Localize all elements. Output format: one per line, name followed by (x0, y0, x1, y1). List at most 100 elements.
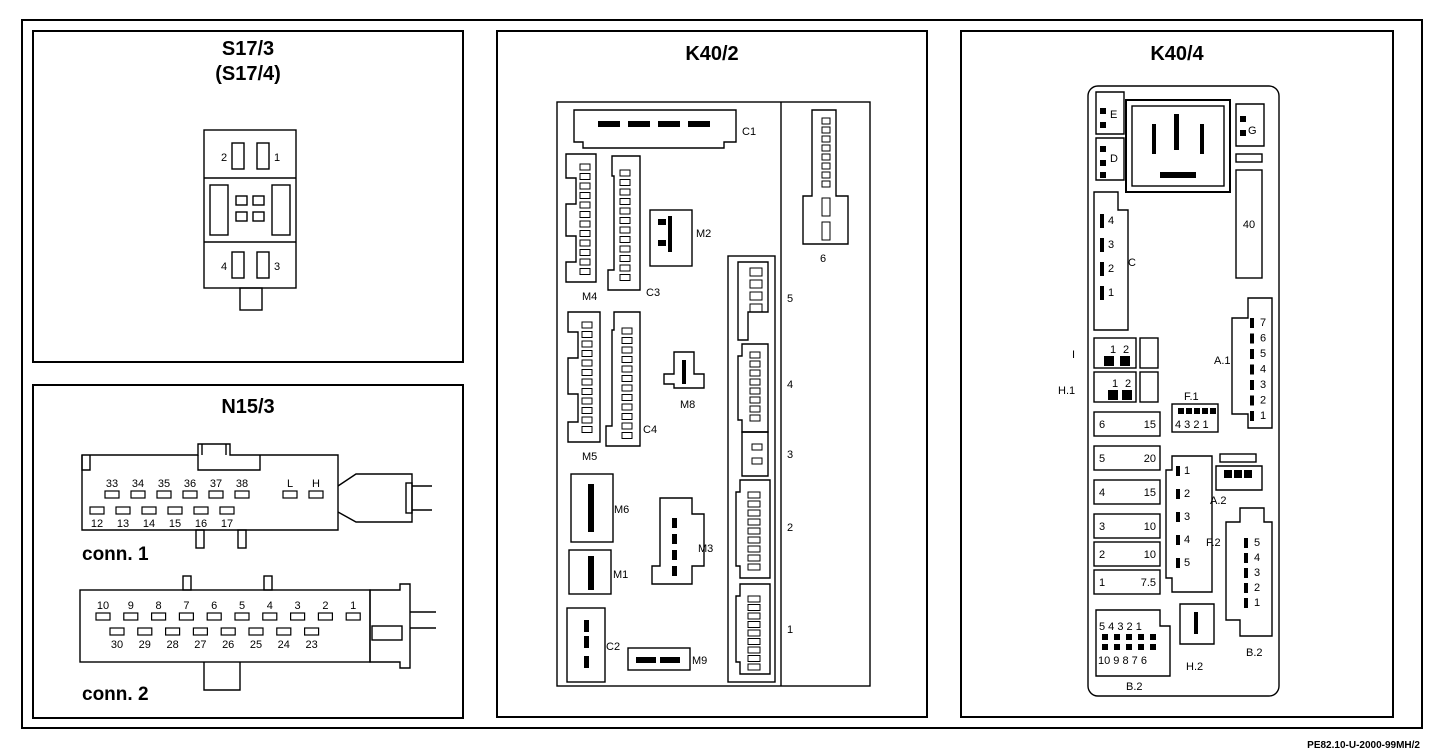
conn1-top-pin-label: 34 (132, 478, 144, 490)
conn1-top-pin (104, 490, 120, 499)
m3-contact (672, 534, 677, 544)
conn1-top-pin-label: 35 (158, 478, 170, 490)
conn2-top-pin (95, 612, 111, 621)
a2-contact (1244, 470, 1252, 478)
slot4-contact (749, 396, 761, 404)
conn2-bottom-pin (276, 627, 292, 636)
slot5-contact (749, 267, 763, 277)
c1-contact (688, 121, 710, 127)
k402-slot-4: 4 (787, 379, 793, 391)
conn2-bottom-pin (220, 627, 236, 636)
slot4-contact (749, 351, 761, 359)
conn2-bottom-pin (248, 627, 264, 636)
e-contact (1100, 122, 1106, 128)
conn1-bottom-pin (141, 506, 157, 515)
slot2-contact (747, 500, 761, 508)
b2-bottom-contact (1150, 634, 1156, 640)
b2-contact (1244, 538, 1248, 548)
h2-contact (1194, 612, 1198, 634)
conn1-bottom-pin-label: 13 (117, 518, 129, 530)
a1-contact (1250, 349, 1254, 359)
fuse-number: 6 (1099, 419, 1105, 431)
c4-contact (621, 432, 633, 439)
conn1-bottom-pin (193, 506, 209, 515)
m2-contact (668, 216, 672, 252)
k402-c3: C3 (646, 287, 660, 299)
conn1-top-pin (234, 490, 250, 499)
b2-pin-label: 2 (1254, 582, 1260, 594)
panel-k402-border (496, 30, 928, 718)
c-pin-label: 4 (1108, 215, 1114, 227)
m5-contact (581, 340, 593, 348)
slot6-contact (821, 162, 831, 170)
conn2-body (79, 575, 436, 691)
m4-contact (579, 211, 591, 218)
c3-contact (619, 207, 631, 215)
slot2-contact (747, 518, 761, 526)
conn1-top-pin-label: 36 (184, 478, 196, 490)
k404-a1: A.1 (1214, 355, 1231, 367)
c2-contact (584, 620, 589, 632)
conn2-top-pin-label: 5 (239, 600, 245, 612)
slot2-contact (747, 509, 761, 517)
m5-contact (581, 397, 593, 405)
b2-bottom-contact (1138, 634, 1144, 640)
a1-contact (1250, 395, 1254, 406)
f1-contact (1178, 408, 1184, 414)
conn1-top-pin-label: 33 (106, 478, 118, 490)
m5-contact (581, 378, 593, 386)
k404-h2: H.2 (1186, 661, 1203, 673)
conn1-bottom-pin-label: 17 (221, 518, 233, 530)
conn2-top-pin-label: 2 (322, 600, 328, 612)
c-pin-label: 2 (1108, 263, 1114, 275)
conn1-top-pin (130, 490, 146, 499)
slot6-contact (821, 153, 831, 161)
slot5-contact (749, 279, 763, 289)
m4-contact (579, 239, 591, 247)
s17-switch (203, 129, 297, 311)
f2-contact (1176, 489, 1180, 499)
c4-contact (621, 384, 633, 392)
conn1-bottom-pin (115, 506, 131, 515)
slot5-contact (749, 291, 763, 301)
k402-m2: M2 (696, 228, 711, 240)
c4-contact (621, 394, 633, 401)
conn2-top-pin (178, 612, 194, 621)
a1-pin-label: 2 (1260, 395, 1266, 407)
m5-contact (581, 350, 593, 357)
c3-contact (619, 236, 631, 243)
a1-pin-label: 3 (1260, 379, 1266, 391)
b2-bottom-contact (1150, 644, 1156, 650)
m4-contact (579, 258, 591, 266)
conn2-top-pin (290, 612, 306, 621)
slot6-contact (821, 221, 831, 241)
c3-contact (619, 169, 631, 177)
conn2-top-pin (151, 612, 167, 621)
conn2-bottom-pin-label: 24 (278, 639, 290, 651)
k402-c1: C1 (742, 126, 756, 138)
f2-pin-label: 5 (1184, 557, 1190, 569)
k404-f1: F.1 (1184, 391, 1199, 403)
fuse-amperage: 7.5 (1141, 577, 1156, 589)
g-contact (1240, 116, 1246, 122)
b2-bottom-contact (1114, 634, 1120, 640)
conn2-bottom-pin-label: 25 (250, 639, 262, 651)
conn2-bottom-pin-label: 30 (111, 639, 123, 651)
s17-title-line1: S17/3 (222, 38, 274, 60)
slot2-contact (747, 545, 761, 553)
conn2-label: conn. 2 (82, 684, 149, 705)
fuse-amperage: 15 (1144, 487, 1156, 499)
m9-contact (660, 657, 680, 663)
c4-contact (621, 337, 633, 344)
conn2-top-pin-label: 9 (128, 600, 134, 612)
conn2-top-pin-label: 10 (97, 600, 109, 612)
k402-m8: M8 (680, 399, 695, 411)
b2-contact (1244, 598, 1248, 608)
b2-bottom-contact (1102, 634, 1108, 640)
conn2-top-pin (262, 612, 278, 621)
b2-bottom-contact (1102, 644, 1108, 650)
d-contact (1100, 160, 1106, 166)
k402-m5: M5 (582, 451, 597, 463)
conn2-bottom-pin (192, 627, 208, 636)
